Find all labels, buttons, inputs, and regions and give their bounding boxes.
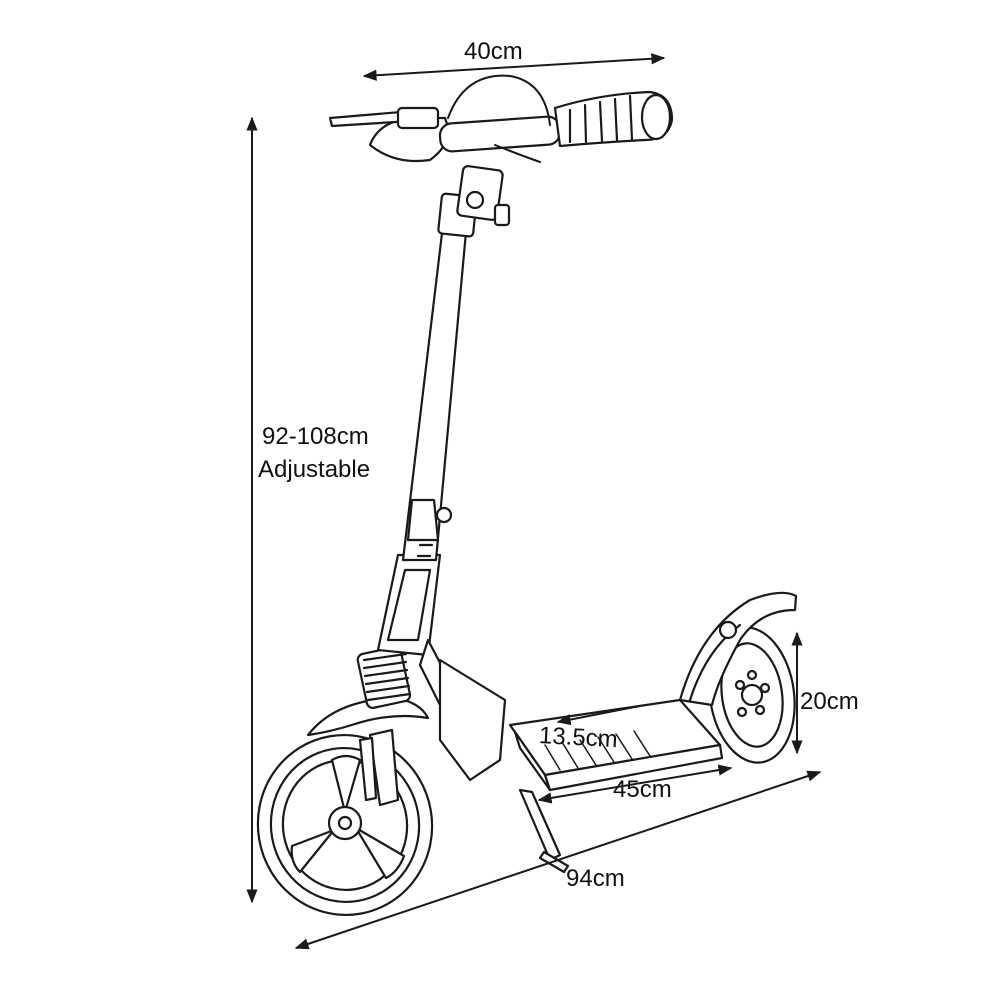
deck-width-label: 13.5cm [538, 722, 619, 754]
deck-width-dimension [556, 705, 641, 726]
front-wheel [256, 733, 434, 917]
handlebar [328, 74, 674, 163]
total-length-dimension [294, 770, 822, 950]
rear-wheel [708, 626, 796, 764]
deck-length-label: 45cm [613, 776, 672, 803]
rear-wheel-label: 20cm [800, 688, 859, 715]
handlebar-width-label: 40cm [464, 38, 523, 65]
suspension-spring [356, 646, 412, 709]
steering-stem [401, 165, 511, 562]
total-length-label: 94cm [566, 865, 625, 892]
lower-frame [376, 553, 507, 782]
height-adjustable-label: Adjustable [258, 456, 371, 483]
height-range-label: 92-108cm [262, 423, 369, 450]
handlebar-width-dimension [362, 53, 666, 81]
rear-fender [678, 591, 798, 707]
